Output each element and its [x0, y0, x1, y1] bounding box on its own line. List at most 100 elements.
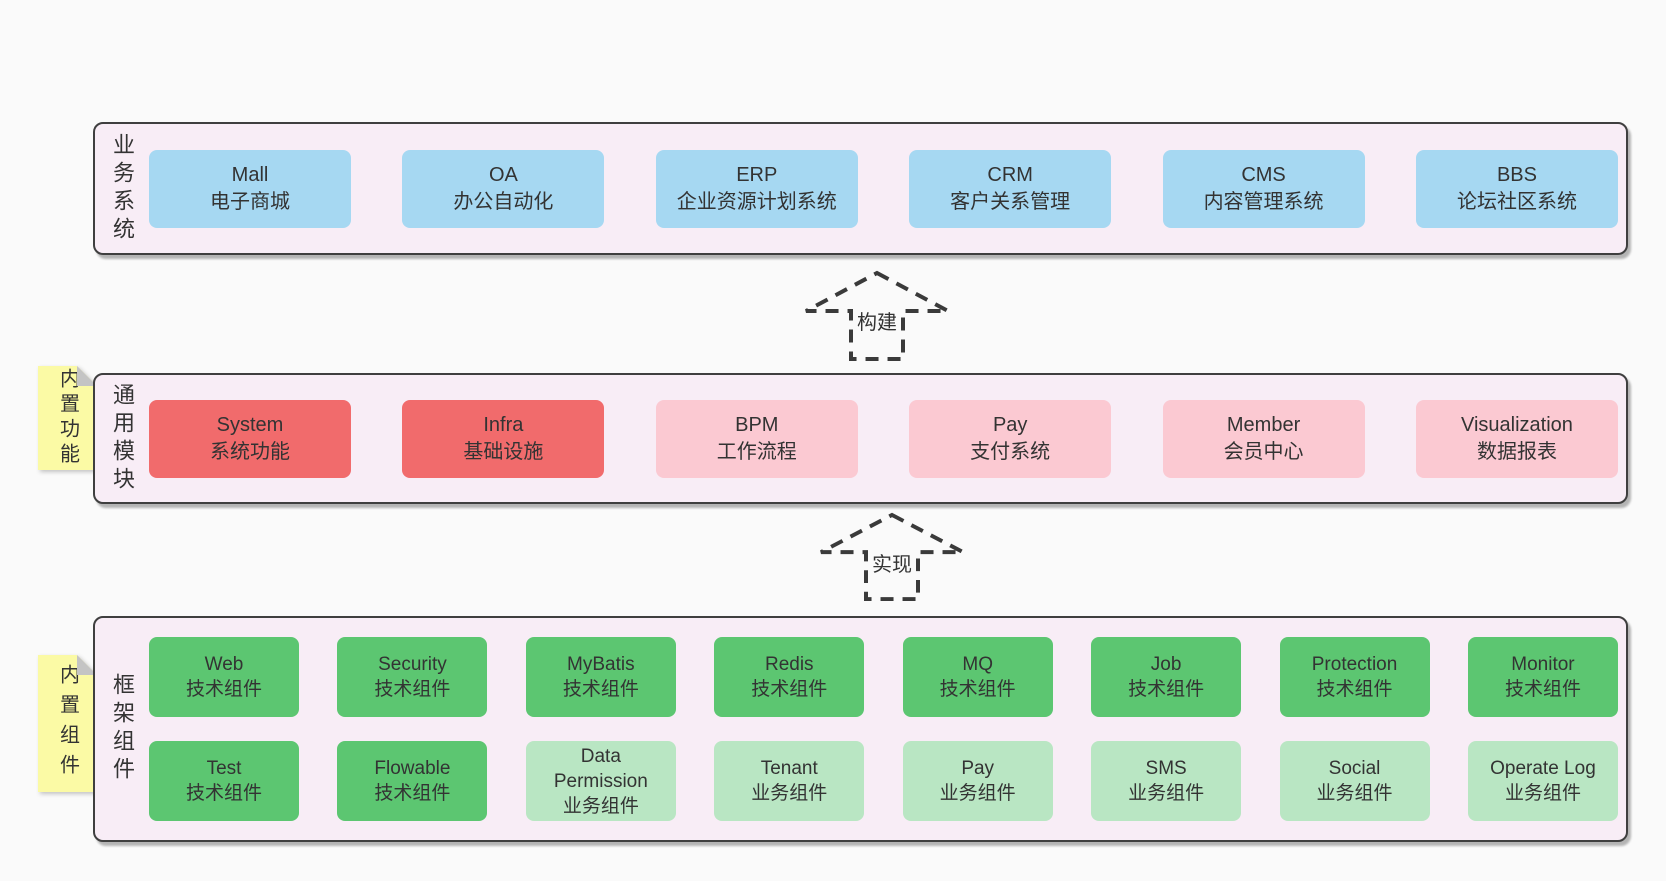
module-name: Flowable: [374, 758, 451, 779]
module-name: SMS: [1145, 758, 1187, 779]
module-name: Redis: [764, 654, 814, 675]
builtin-components-sticky-note: 内置组件: [38, 655, 97, 792]
module-desc: 业务组件: [751, 783, 828, 804]
module-name: Operate Log: [1490, 758, 1596, 779]
build-arrow: 构建: [803, 270, 951, 362]
arrow-up-icon: [820, 512, 964, 602]
module-box-mq: MQ 技术组件: [902, 637, 1053, 717]
implement-arrow: 实现: [818, 512, 966, 602]
module-name: Security: [378, 654, 447, 675]
module-box-sms: SMS 业务组件: [1091, 741, 1242, 821]
module-desc: 业务组件: [1316, 783, 1393, 804]
module-desc: 技术组件: [939, 679, 1016, 700]
module-desc: 数据报表: [1476, 440, 1557, 463]
module-desc: 技术组件: [185, 679, 262, 700]
module-name: ERP: [736, 163, 778, 186]
module-desc: 工作流程: [716, 440, 797, 463]
module-box-protection: Protection 技术组件: [1279, 637, 1430, 717]
module-box-web: Web 技术组件: [149, 637, 299, 717]
common-modules-label: 通用模块: [95, 375, 149, 502]
module-name: Monitor: [1511, 654, 1575, 675]
module-name: Pay: [992, 413, 1028, 436]
module-name: CMS: [1241, 163, 1286, 186]
module-name: Job: [1150, 654, 1182, 675]
business-systems-label: 业务系统: [95, 124, 149, 253]
module-box-social: Social 业务组件: [1279, 741, 1430, 821]
module-box-cms: CMS 内容管理系统: [1162, 149, 1365, 228]
module-box-test: Test 技术组件: [149, 741, 299, 821]
builtin-components-sticky-text: 内置组件: [56, 663, 79, 784]
module-box-pay: Pay 业务组件: [902, 741, 1053, 821]
module-box-system: System 系统功能: [149, 399, 351, 478]
builtin-functions-sticky-note: 内置功能: [38, 366, 97, 470]
module-name: Pay: [961, 758, 995, 779]
module-desc: 业务组件: [1504, 783, 1581, 804]
module-name: Data Permission: [553, 745, 648, 792]
module-name: Test: [206, 758, 242, 779]
module-box-redis: Redis 技术组件: [714, 637, 865, 717]
business-systems-label-text: 业务系统: [110, 132, 135, 245]
module-desc: 技术组件: [1128, 679, 1205, 700]
module-desc: 论坛社区系统: [1456, 190, 1577, 213]
common-modules-label-text: 通用模块: [110, 382, 135, 495]
module-name: BBS: [1496, 163, 1537, 186]
module-box-bpm: BPM 工作流程: [655, 399, 858, 478]
module-name: OA: [488, 163, 518, 186]
module-box-infra: Infra 基础设施: [402, 399, 605, 478]
module-box-data-permission: Data Permission 业务组件: [525, 741, 676, 821]
module-desc: 技术组件: [374, 783, 451, 804]
module-desc: 业务组件: [939, 783, 1016, 804]
module-name: Mall: [231, 163, 269, 186]
module-name: CRM: [987, 163, 1033, 186]
module-desc: 业务组件: [1128, 783, 1205, 804]
module-desc: 内容管理系统: [1203, 190, 1324, 213]
module-desc: 技术组件: [1504, 679, 1581, 700]
module-desc: 会员中心: [1223, 440, 1304, 463]
module-box-flowable: Flowable 技术组件: [337, 741, 488, 821]
module-desc: 技术组件: [374, 679, 451, 700]
module-desc: 基础设施: [463, 440, 544, 463]
builtin-functions-sticky-text: 内置功能: [56, 368, 79, 468]
module-name: MyBatis: [567, 654, 635, 675]
module-name: Web: [204, 654, 244, 675]
module-desc: 系统功能: [210, 440, 290, 463]
module-desc: 技术组件: [1316, 679, 1393, 700]
module-desc: 技术组件: [751, 679, 828, 700]
module-desc: 企业资源计划系统: [676, 190, 837, 213]
module-desc: 办公自动化: [453, 190, 554, 213]
module-desc: 技术组件: [185, 783, 262, 804]
arrow-up-icon: [805, 270, 949, 361]
module-box-pay: Pay 支付系统: [909, 399, 1112, 478]
module-box-monitor: Monitor 技术组件: [1467, 637, 1618, 717]
framework-components-label: 框架组件: [95, 618, 149, 840]
module-box-security: Security 技术组件: [337, 637, 488, 717]
module-name: Social: [1328, 758, 1381, 779]
module-name: Protection: [1311, 654, 1398, 675]
module-desc: 支付系统: [970, 440, 1051, 463]
module-desc: 客户关系管理: [950, 190, 1071, 213]
module-desc: 技术组件: [562, 679, 639, 700]
module-box-bbs: BBS 论坛社区系统: [1415, 149, 1618, 228]
implement-arrow-label: 实现: [868, 548, 916, 577]
module-box-mybatis: MyBatis 技术组件: [525, 637, 676, 717]
module-name: System: [216, 413, 284, 436]
framework-components-label-text: 框架组件: [110, 673, 135, 785]
module-name: Infra: [483, 413, 524, 436]
module-name: MQ: [962, 654, 993, 675]
module-box-crm: CRM 客户关系管理: [909, 149, 1112, 228]
module-name: BPM: [735, 413, 779, 436]
module-box-erp: ERP 企业资源计划系统: [655, 149, 858, 228]
module-desc: 业务组件: [562, 795, 639, 817]
module-box-oa: OA 办公自动化: [402, 149, 605, 228]
